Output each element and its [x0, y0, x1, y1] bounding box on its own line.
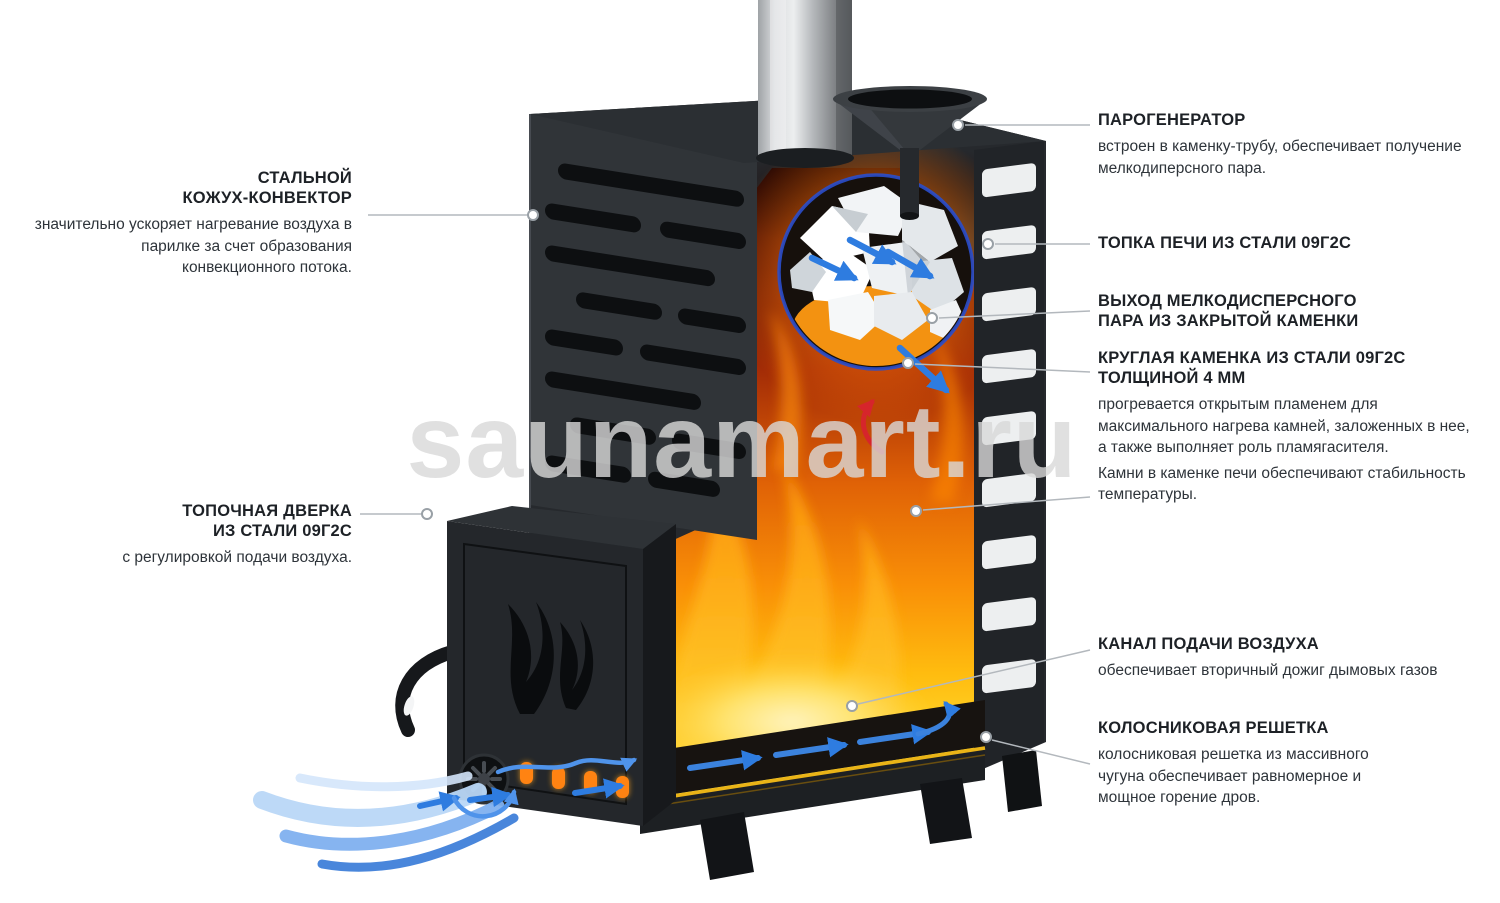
callout-title: ТОПОЧНАЯ ДВЕРКА ИЗ СТАЛИ 09Г2С	[30, 501, 352, 541]
callout-description: обеспечивает вторичный дожиг дымовых газ…	[1098, 662, 1438, 679]
stone-chamber	[777, 173, 975, 371]
callout-air-channel: КАНАЛ ПОДАЧИ ВОЗДУХА обеспечивает вторич…	[1098, 634, 1490, 682]
callout-title-line: ПАРА ИЗ ЗАКРЫТОЙ КАМЕНКИ	[1098, 312, 1359, 330]
air-intake-flow	[253, 757, 638, 872]
callout-dots	[421, 119, 994, 743]
callout-title-line: СТАЛЬНОЙ	[257, 169, 352, 187]
callout-title-line: ИЗ СТАЛИ 09Г2С	[212, 522, 352, 540]
callout-description: с регулировкой подачи воздуха.	[122, 549, 352, 566]
callout-description: встроен в каменку-трубу, обеспечивает по…	[1098, 138, 1462, 177]
callout-title: ПАРОГЕНЕРАТОР	[1098, 110, 1490, 130]
callout-connectors	[360, 119, 1091, 765]
left-convector-panel	[529, 114, 757, 560]
callout-grate: КОЛОСНИКОВАЯ РЕШЕТКА колосниковая решетк…	[1098, 718, 1490, 809]
callout-title-line: ВЫХОД МЕЛКОДИСПЕРСНОГО	[1098, 292, 1357, 310]
callout-description: прогревается открытым пламенем для макси…	[1098, 396, 1470, 456]
callout-description: значительно ускоряет нагревание воздуха …	[34, 216, 352, 276]
chimney-pipe	[756, 0, 854, 168]
callout-title-line: ТОПКА ПЕЧИ ИЗ СТАЛИ 09Г2С	[1098, 234, 1352, 252]
firebox-door	[447, 506, 676, 826]
callout-description: Камни в каменке печи обеспечивают стабил…	[1098, 464, 1466, 504]
callout-title-line: ТОПОЧНАЯ ДВЕРКА	[182, 502, 352, 520]
callout-firebox-door: ТОПОЧНАЯ ДВЕРКА ИЗ СТАЛИ 09Г2С с регулир…	[30, 501, 352, 569]
callout-title: КАНАЛ ПОДАЧИ ВОЗДУХА	[1098, 634, 1490, 654]
callout-round-stone-chamber: КРУГЛАЯ КАМЕНКА ИЗ СТАЛИ 09Г2С ТОЛЩИНОЙ …	[1098, 348, 1490, 506]
secondary-air-red-arrow	[856, 399, 885, 455]
door-flame-cutouts	[508, 602, 594, 714]
stones	[790, 186, 966, 366]
callout-steam-outlet: ВЫХОД МЕЛКОДИСПЕРСНОГО ПАРА ИЗ ЗАКРЫТОЙ …	[1098, 291, 1490, 331]
door-handle	[395, 645, 459, 737]
callout-title-line: КАНАЛ ПОДАЧИ ВОЗДУХА	[1098, 635, 1319, 653]
steam-outlet-arrow	[896, 344, 950, 394]
convector-slots-right	[982, 163, 1036, 694]
grate-channel	[640, 700, 986, 834]
callout-title-line: КРУГЛАЯ КАМЕНКА ИЗ СТАЛИ 09Г2С	[1098, 349, 1406, 367]
callout-steam-generator: ПАРОГЕНЕРАТОР встроен в каменку-трубу, о…	[1098, 110, 1490, 179]
callout-steel-casing: СТАЛЬНОЙ КОЖУХ-КОНВЕКТОР значительно уск…	[30, 168, 352, 279]
grate-air-arrows	[687, 700, 961, 771]
steam-generator-funnel	[833, 86, 987, 220]
callout-firebox-steel: ТОПКА ПЕЧИ ИЗ СТАЛИ 09Г2С	[1098, 233, 1490, 253]
ash-box	[640, 748, 985, 834]
steam-arrows	[808, 236, 935, 282]
stove-legs	[700, 750, 1042, 880]
callout-title: СТАЛЬНОЙ КОЖУХ-КОНВЕКТОР	[30, 168, 352, 208]
callout-title-line: КОЛОСНИКОВАЯ РЕШЕТКА	[1098, 719, 1329, 737]
callout-title-line: ТОЛЩИНОЙ 4 ММ	[1098, 369, 1246, 387]
convector-slots-left	[545, 163, 746, 497]
callout-title: КРУГЛАЯ КАМЕНКА ИЗ СТАЛИ 09Г2С ТОЛЩИНОЙ …	[1098, 348, 1490, 388]
right-convector-panel	[974, 141, 1044, 772]
callout-title-line: ПАРОГЕНЕРАТОР	[1098, 111, 1246, 129]
callout-title-line: КОЖУХ-КОНВЕКТОР	[182, 189, 352, 207]
callout-title: КОЛОСНИКОВАЯ РЕШЕТКА	[1098, 718, 1490, 738]
callout-title: ВЫХОД МЕЛКОДИСПЕРСНОГО ПАРА ИЗ ЗАКРЫТОЙ …	[1098, 291, 1490, 331]
callout-description: колосниковая решетка из массивного чугун…	[1098, 746, 1369, 806]
callout-title: ТОПКА ПЕЧИ ИЗ СТАЛИ 09Г2С	[1098, 233, 1490, 253]
